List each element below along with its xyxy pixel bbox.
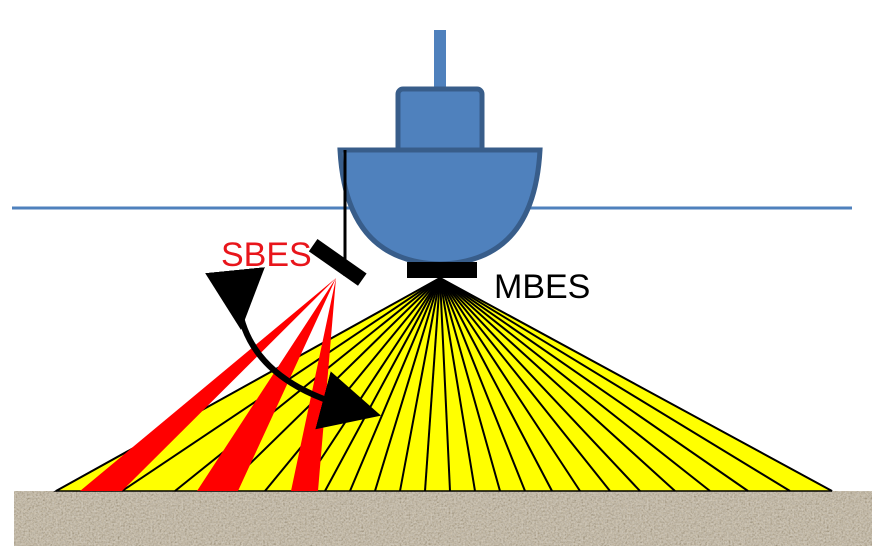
mbes-beam-line [439, 277, 791, 492]
mbes-beam-line [439, 277, 641, 492]
sbes-label: SBES [221, 236, 312, 274]
mbes-beam-line [439, 277, 611, 492]
boat-mast [434, 30, 446, 96]
mbes-beam-line [439, 277, 476, 492]
rotation-arrow-icon [205, 267, 382, 430]
mbes-beam-line [439, 277, 749, 492]
mbes-beam-line [374, 277, 441, 492]
mbes-transducer-icon [407, 262, 477, 278]
mbes-beam-line [439, 277, 501, 492]
boat-body [337, 147, 543, 267]
boat-hull-icon [337, 30, 543, 267]
mbes-beam-lines [55, 277, 833, 492]
mbes-beam-line [439, 277, 676, 492]
mbes-beam-line [439, 277, 711, 492]
mbes-beam-line [424, 277, 441, 492]
mbes-beam-line [439, 277, 553, 492]
mbes-beam-line [399, 277, 441, 492]
seabed [14, 491, 872, 546]
boat-cabin [395, 86, 485, 158]
mbes-beam-line [439, 277, 526, 492]
mbes-beam-line [439, 277, 451, 492]
mbes-beam-line [439, 277, 581, 492]
sbes-transducer-icon [308, 239, 367, 286]
mbes-beam-line [324, 277, 441, 492]
mbes-beam-line [439, 277, 833, 492]
mbes-beam-line [349, 277, 441, 492]
mbes-label: MBES [494, 268, 590, 306]
